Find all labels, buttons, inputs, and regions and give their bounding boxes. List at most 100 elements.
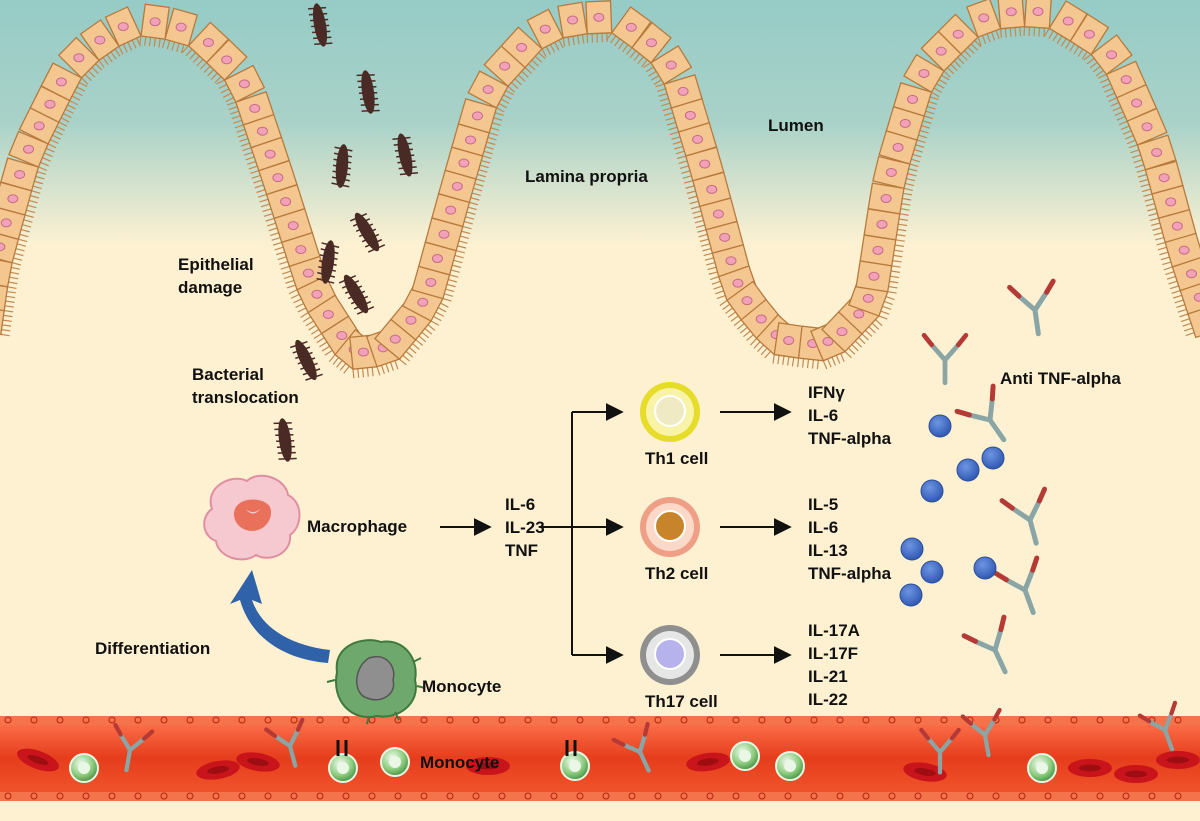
monocyte-in-vessel <box>329 754 357 782</box>
epithelial-nucleus <box>700 160 710 168</box>
epithelial-nucleus <box>863 294 873 302</box>
epithelial-nucleus <box>74 54 84 62</box>
t-cell-label: Th17 cell <box>645 692 718 711</box>
cytokine-label: IL-6 <box>808 406 838 425</box>
cytokine-dot <box>921 561 943 583</box>
epithelial-nucleus <box>176 23 186 31</box>
epithelial-nucleus <box>837 328 847 336</box>
epithelial-nucleus <box>459 159 469 167</box>
epithelial-nucleus <box>685 111 695 119</box>
epithelial-nucleus <box>303 269 313 277</box>
epithelial-nucleus <box>323 310 333 318</box>
epithelial-nucleus <box>439 230 449 238</box>
epithelial-nucleus <box>432 254 442 262</box>
monocyte-in-vessel <box>381 748 409 776</box>
epithelial-nucleus <box>936 47 946 55</box>
epithelial-nucleus <box>979 14 989 22</box>
epithelial-nucleus <box>222 56 232 64</box>
epithelial-nucleus <box>1159 174 1169 182</box>
epithelial-nucleus <box>784 336 794 344</box>
epithelial-nucleus <box>869 272 879 280</box>
cytokine-label: IL-21 <box>808 667 848 686</box>
cytokine-label: IFNγ <box>808 383 845 402</box>
cilium <box>1010 28 1011 37</box>
epithelial-nucleus <box>568 16 578 24</box>
epithelial-nucleus <box>446 206 456 214</box>
epithelial-nucleus <box>726 257 736 265</box>
epithelial-nucleus <box>1172 222 1182 230</box>
cytokine-label: IL-17F <box>808 644 858 663</box>
t-cell-nucleus <box>655 639 685 669</box>
cytokine-label: TNF-alpha <box>808 564 892 583</box>
epithelial-nucleus <box>1084 30 1094 38</box>
epithelial-nucleus <box>626 23 636 31</box>
epithelial-nucleus <box>893 143 903 151</box>
epithelial-nucleus <box>908 95 918 103</box>
epithelial-nucleus <box>678 87 688 95</box>
epithelial-nucleus <box>881 194 891 202</box>
anti-tnf-label: Anti TNF-alpha <box>1000 369 1121 388</box>
cytokine-dot <box>929 415 951 437</box>
epithelial-nucleus <box>1107 51 1117 59</box>
macrophage-cytokine-3: TNF <box>505 541 538 560</box>
macrophage-cell <box>204 476 299 560</box>
epithelial-nucleus <box>45 100 55 108</box>
epithelial-nucleus <box>720 233 730 241</box>
cilium <box>1034 27 1035 36</box>
epithelial-nucleus <box>693 135 703 143</box>
epithelial-nucleus <box>1006 8 1016 16</box>
cytokine-dot <box>900 584 922 606</box>
red-blood-cell <box>1068 759 1112 777</box>
epithelial-nucleus <box>406 316 416 324</box>
cilium <box>1015 28 1016 37</box>
epithelial-nucleus <box>265 150 275 158</box>
epithelial-nucleus <box>312 290 322 298</box>
bacterial-translocation-label-line1: Bacterial <box>192 365 264 384</box>
epithelial-nucleus <box>118 23 128 31</box>
monocyte-in-vessel <box>776 752 804 780</box>
epithelial-nucleus <box>337 331 347 339</box>
epithelial-nucleus <box>1166 198 1176 206</box>
epithelial-nucleus <box>1194 293 1200 301</box>
epithelial-nucleus <box>250 104 260 112</box>
epithelial-nucleus <box>919 69 929 77</box>
cytokine-label: IL-6 <box>808 518 838 537</box>
monocyte-in-vessel <box>731 742 759 770</box>
cytokine-label: TNF-alpha <box>808 429 892 448</box>
epithelial-nucleus <box>1132 99 1142 107</box>
cytokine-dot <box>921 480 943 502</box>
epithelial-nucleus <box>953 30 963 38</box>
epithelial-nucleus <box>390 335 400 343</box>
red-blood-cell <box>1156 751 1200 769</box>
epithelial-nucleus <box>742 297 752 305</box>
cytokine-label: IL-22 <box>808 690 848 709</box>
epithelial-nucleus <box>483 85 493 93</box>
cytokine-dot <box>957 459 979 481</box>
red-blood-cell <box>1114 765 1158 783</box>
cytokine-label: IL-5 <box>808 495 838 514</box>
cytokine-label: IL-17A <box>808 621 860 640</box>
epithelial-nucleus <box>257 127 267 135</box>
epithelial-nucleus <box>24 145 34 153</box>
epithelial-nucleus <box>281 198 291 206</box>
epithelial-nucleus <box>34 122 44 130</box>
epithelial-nucleus <box>426 278 436 286</box>
monocyte-in-vessel <box>70 754 98 782</box>
epithelial-nucleus <box>0 243 5 251</box>
epithelial-nucleus <box>1152 148 1162 156</box>
epithelial-nucleus <box>358 348 368 356</box>
epithelial-nucleus <box>1 219 11 227</box>
differentiation-label: Differentiation <box>95 639 210 658</box>
monocyte-vessel-label: Monocyte <box>420 753 499 772</box>
macrophage-cytokine-2: IL-23 <box>505 518 545 537</box>
epithelial-nucleus <box>466 136 476 144</box>
epithelial-nucleus <box>452 182 462 190</box>
epithelial-nucleus <box>1142 123 1152 131</box>
epithelial-nucleus <box>1179 246 1189 254</box>
epithelial-nucleus <box>1186 270 1196 278</box>
macrophage-cytokine-1: IL-6 <box>505 495 535 514</box>
t-cell-label: Th1 cell <box>645 449 708 468</box>
epithelial-nucleus <box>203 39 213 47</box>
